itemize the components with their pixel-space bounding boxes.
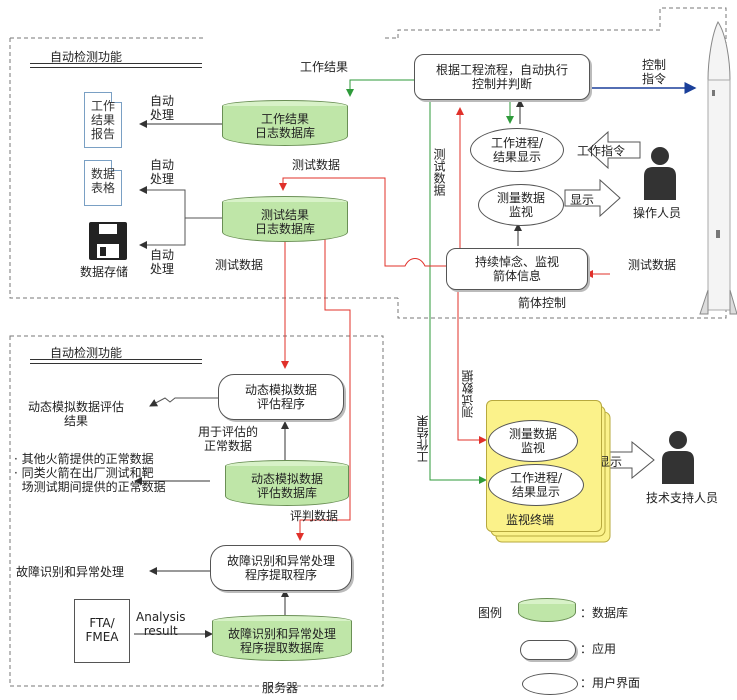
measure-monitor-ui[interactable]: 测量数据 监视 — [478, 184, 564, 226]
bottom-section-rule — [30, 359, 202, 364]
legend-app-swatch — [520, 640, 576, 660]
test-data-label: 测试数据 — [292, 158, 341, 172]
fault-handling-text: 故障识别和异常处理 — [16, 565, 125, 579]
control-cmd-label: 控制 指令 — [642, 58, 667, 86]
dynamic-sim-eval-db-label: 动态模拟数据 评估数据库 — [250, 472, 323, 500]
auto-proc-label-2: 自动 处理 — [150, 158, 175, 186]
monitor-terminal-label: 监视终端 — [506, 513, 555, 527]
operator-icon — [644, 147, 676, 200]
top-section-rule — [30, 63, 202, 68]
legend-ui-label: ：用户界面 — [580, 676, 641, 690]
test-data-vert2-label: 测试数据 — [461, 370, 475, 418]
legend-title: 图例 — [478, 606, 503, 620]
terminal-measure-ui[interactable]: 测量数据 监视 — [488, 420, 578, 462]
server-label: 服务器 — [262, 681, 299, 695]
test-result-db-label: 测试结果 日志数据库 — [254, 208, 315, 236]
test-data-mid-label: 测试数据 — [215, 258, 264, 272]
work-result-report-doc: 工作 结果 报告 — [84, 92, 122, 148]
dynamic-sim-eval-program[interactable]: 动态模拟数据 评估程序 — [218, 374, 344, 420]
progress-display-ui[interactable]: 工作进程/ 结果显示 — [470, 128, 564, 172]
auto-proc-label-3: 自动 处理 — [150, 248, 175, 276]
normal-data-text: · 其他火箭提供的正常数据 · 同类火箭在出厂测试和靶 场测试期间提供的正常数据 — [14, 452, 166, 494]
data-storage-label: 数据存储 — [80, 265, 129, 279]
body-control-label: 箭体控制 — [518, 296, 567, 310]
exec-control-app[interactable]: 根据工程流程，自动执行 控制并判断 — [414, 54, 590, 100]
bottom-dashed-outline — [9, 335, 384, 687]
work-cmd-label: 工作指令 — [577, 144, 626, 158]
legend-app-label: ：应用 — [580, 642, 617, 656]
test-data-right-label: 测试数据 — [628, 258, 677, 272]
eval-normal-label: 用于评估的 正常数据 — [198, 425, 259, 453]
work-result-label: 工作结果 — [300, 60, 349, 74]
bottom-section-title: 自动检测功能 — [50, 346, 123, 360]
test-result-db: 测试结果 日志数据库 — [222, 196, 348, 242]
work-result-vert-label: 工作结果 — [416, 415, 430, 463]
fta-fmea-box: FTA/ FMEA — [74, 599, 130, 663]
operator-label: 操作人员 — [633, 206, 682, 220]
test-data-vert-label: 测试数据 — [432, 148, 446, 196]
auto-proc-label-1: 自动 处理 — [150, 94, 175, 122]
legend-db-label: ：数据库 — [580, 606, 629, 620]
monitor-body-app[interactable]: 持续悼念、监视 箭体信息 — [446, 248, 588, 290]
legend-ui-swatch — [522, 673, 578, 695]
display2-label: 显示 — [598, 455, 623, 469]
fault-id-db: 故障识别和异常处理 程序提取数据库 — [212, 615, 352, 661]
rocket-icon — [699, 21, 737, 315]
judge-data-label: 评判数据 — [290, 509, 339, 523]
dyn-result-text: 动态模拟数据评估 结果 — [28, 400, 125, 428]
top-section-title: 自动检测功能 — [50, 50, 123, 64]
tech-support-icon — [662, 431, 694, 484]
work-result-db: 工作结果 日志数据库 — [222, 100, 348, 146]
top-dashed-outline — [9, 37, 398, 299]
floppy-disk-icon — [89, 222, 127, 260]
legend-db-swatch — [518, 598, 576, 622]
analysis-result-text: Analysis result — [136, 610, 186, 638]
fault-id-db-label: 故障识别和异常处理 程序提取数据库 — [227, 627, 336, 655]
terminal-progress-ui[interactable]: 工作进程/ 结果显示 — [488, 464, 584, 506]
dynamic-sim-eval-db: 动态模拟数据 评估数据库 — [225, 460, 349, 506]
data-table-doc: 数据 表格 — [84, 160, 122, 206]
top-right-dashed — [397, 7, 727, 319]
fault-id-program[interactable]: 故障识别和异常处理 程序提取程序 — [210, 545, 352, 591]
work-result-db-label: 工作结果 日志数据库 — [254, 112, 315, 140]
tech-support-label: 技术支持人员 — [646, 491, 719, 505]
display-label: 显示 — [570, 193, 595, 207]
